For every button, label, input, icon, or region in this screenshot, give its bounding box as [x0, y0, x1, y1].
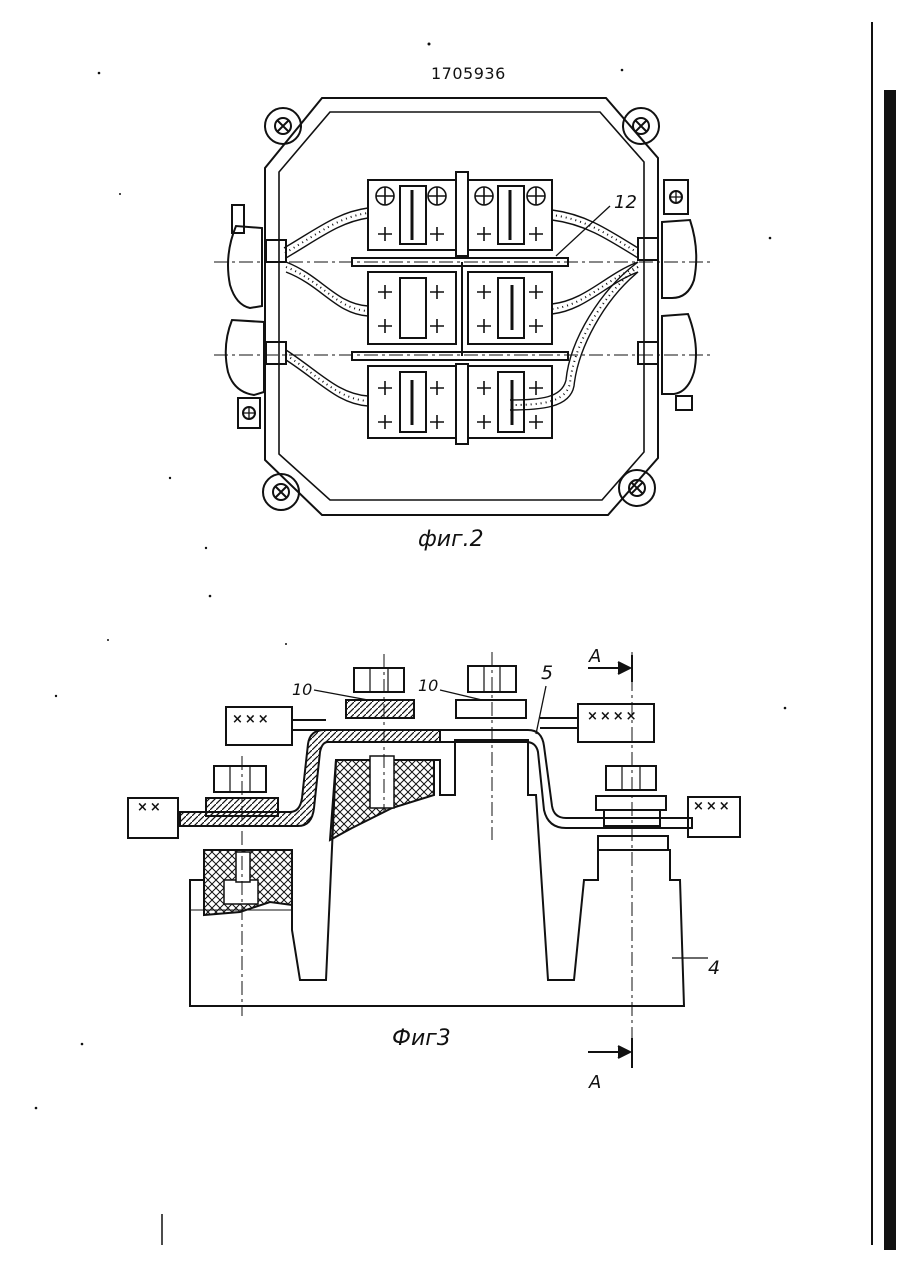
center-right-bolt: [456, 666, 526, 718]
right-connector: [638, 180, 696, 410]
cable-mark-right-upper: ××××: [587, 709, 639, 724]
callout-leaders: [314, 686, 708, 958]
mounting-bolt-icon: [265, 108, 301, 144]
callout-10-left: 10: [292, 680, 312, 699]
cable-mark-left-upper: ×××: [232, 712, 271, 727]
callout-4: 4: [708, 957, 720, 979]
callout-10-right: 10: [418, 676, 438, 695]
screw-terminal-icon: [376, 187, 545, 205]
busbar-right-section: [440, 730, 692, 828]
callout-12: 12: [614, 192, 637, 213]
center-left-washer: [346, 700, 414, 718]
mounting-bolt-icon: [619, 470, 655, 506]
mounting-bolt-icon: [263, 474, 299, 510]
left-nut-embedded: [224, 880, 258, 904]
fig3-centerlines: [242, 652, 632, 1046]
figure-2-caption: фиг.2: [418, 527, 484, 552]
callout-5: 5: [541, 662, 553, 684]
left-bolt-stack: [214, 766, 266, 792]
left-stud: [236, 852, 250, 882]
section-label-top: A: [589, 646, 601, 667]
figure-3-caption: Фиг3: [392, 1026, 451, 1051]
section-label-bottom: A: [589, 1072, 601, 1093]
leader-line-12: [556, 206, 610, 256]
cable-mark-right-lower: ×××: [693, 799, 732, 814]
center-left-bolt: [354, 668, 404, 692]
cable-mark-left-lower: ××: [137, 800, 163, 815]
document-number: 1705936: [431, 64, 506, 83]
left-connector: [226, 205, 286, 428]
center-stud: [370, 756, 394, 808]
page-edge-band: [884, 90, 896, 1250]
